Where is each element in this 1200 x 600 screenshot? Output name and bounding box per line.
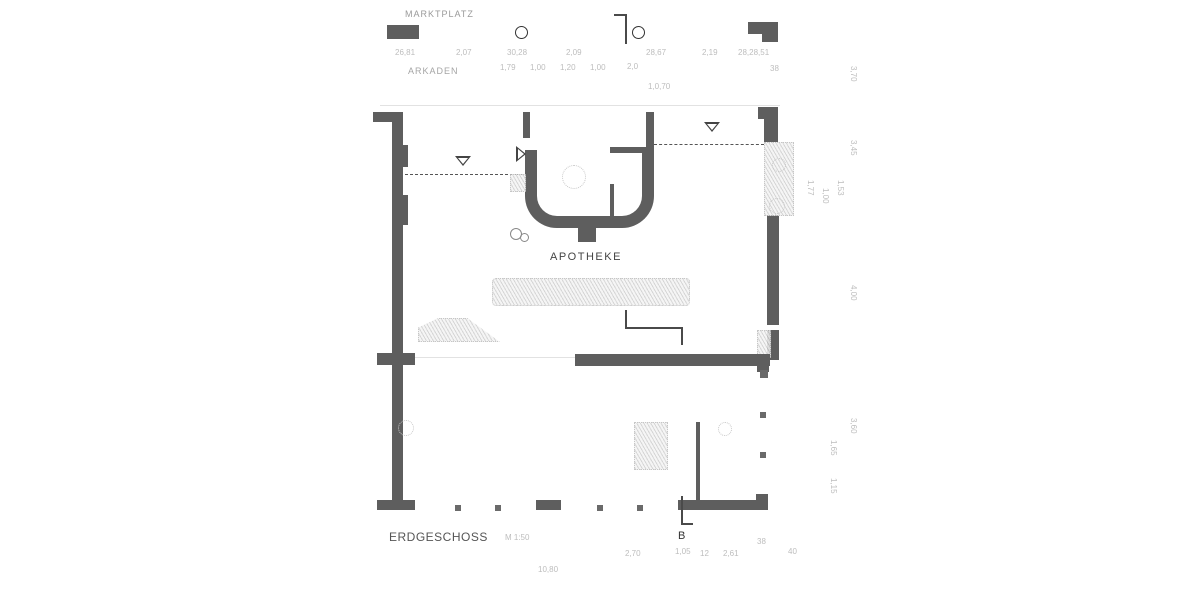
wall-left-cross xyxy=(377,353,415,365)
dim-top2-6: 38 xyxy=(770,64,779,73)
lab-wall-stub-top xyxy=(523,112,530,138)
dim-bottom-3: 12 xyxy=(700,549,709,558)
dim-bottom-total: 10,80 xyxy=(538,565,559,574)
dim-bottom-1: 2,70 xyxy=(625,549,641,558)
dim-top2-4: 1,00 xyxy=(590,63,606,72)
dim-top2-1: 1,79 xyxy=(500,63,516,72)
wall-bottom-right-corner xyxy=(756,494,768,506)
lab-u-wall xyxy=(525,168,654,228)
wall-left-pilaster-2 xyxy=(400,195,408,225)
dim-right-5: 1,53 xyxy=(836,180,845,196)
wall-bottom-mid xyxy=(536,500,561,510)
display-counter xyxy=(418,318,500,342)
niche-circle-2 xyxy=(772,158,786,172)
pier-right-1 xyxy=(760,412,766,418)
dim-right-3: 1,77 xyxy=(806,180,815,196)
wall-divider-end xyxy=(757,360,769,372)
stair-partition xyxy=(696,422,700,502)
dim-right-2: 3,45 xyxy=(849,140,858,156)
wall-left xyxy=(392,112,403,510)
room-label-apotheke: APOTHEKE xyxy=(550,251,622,263)
section-line xyxy=(681,496,683,524)
lab-fixture-circle xyxy=(562,165,586,189)
dim-right-8: 1,65 xyxy=(829,440,838,456)
dim-top-7: 28,28,51 xyxy=(738,48,770,57)
dim-top-extra: 1,0,70 xyxy=(648,82,671,91)
section-marker-b: B xyxy=(678,530,686,542)
niche-circle xyxy=(769,198,785,214)
lab-pier-bottom xyxy=(578,228,596,242)
wall-top-left xyxy=(373,112,403,122)
lab-wall-left-top xyxy=(525,150,537,170)
entrance-marker-door-icon xyxy=(516,146,526,162)
dim-right-6: 4,00 xyxy=(849,285,858,301)
window-line-left xyxy=(405,174,523,175)
plant-circle-2 xyxy=(520,233,529,242)
lower-left-circle xyxy=(398,420,414,436)
dim-bottom-6: 38 xyxy=(757,537,766,546)
pier-right-0 xyxy=(760,370,768,378)
wall-bottom-right xyxy=(678,500,768,510)
stair-hatch xyxy=(634,422,668,470)
dim-top-1: 26,81 xyxy=(395,48,416,57)
dim-top-6: 2,19 xyxy=(702,48,718,57)
pier-2 xyxy=(495,505,501,511)
column-marker-top xyxy=(614,14,626,16)
pier-right-2 xyxy=(760,452,766,458)
dim-top-5: 28,67 xyxy=(646,48,667,57)
plant-hatch-door xyxy=(510,174,526,192)
lab-inner-ledge xyxy=(610,147,650,153)
street-label: MARKTPLATZ xyxy=(405,9,474,19)
pier-4 xyxy=(637,505,643,511)
entrance-marker-left-icon xyxy=(455,156,471,166)
pier-3 xyxy=(597,505,603,511)
dim-top2-5: 2,0 xyxy=(627,62,639,71)
dim-right-7: 3,60 xyxy=(849,418,858,434)
column-marker-stem xyxy=(625,14,627,44)
column-circle-2 xyxy=(632,26,645,39)
section-line-foot xyxy=(681,523,693,525)
drawing-scale: M 1:50 xyxy=(505,533,530,542)
wall-divider xyxy=(575,354,770,366)
dim-right-9: 1,15 xyxy=(829,478,838,494)
dim-top-4: 2,09 xyxy=(566,48,582,57)
sales-counter xyxy=(492,278,690,306)
wall-right-top-cap xyxy=(758,107,768,119)
counter-line-end xyxy=(681,327,683,345)
counter-line-horizontal xyxy=(625,327,682,329)
dim-bottom-4: 2,61 xyxy=(723,549,739,558)
lab-wall-right-top xyxy=(646,112,654,172)
dim-right-4: 1,00 xyxy=(821,188,830,204)
dim-bottom-5: 40 xyxy=(788,547,797,556)
arcade-pier-right-step xyxy=(762,30,778,42)
dim-right-1: 3,70 xyxy=(849,66,858,82)
window-line-right xyxy=(654,144,764,145)
drawing-title: ERDGESCHOSS xyxy=(389,530,488,544)
arcade-line xyxy=(380,105,780,106)
dim-top-2: 2,07 xyxy=(456,48,472,57)
dim-top2-3: 1,20 xyxy=(560,63,576,72)
wall-right-mid xyxy=(767,215,779,325)
wall-bottom-left xyxy=(377,500,415,510)
arcade-pier-left xyxy=(387,25,419,39)
dim-bottom-2: 1,05 xyxy=(675,547,691,556)
wall-left-pilaster-1 xyxy=(400,145,408,167)
lab-inner-partition xyxy=(610,184,614,220)
counter-line-vertical xyxy=(625,310,627,328)
column-circle-1 xyxy=(515,26,528,39)
divider-opening-line xyxy=(415,357,575,358)
window-niche-hatch xyxy=(764,142,794,216)
arcade-label: ARKADEN xyxy=(408,66,459,76)
dim-top2-2: 1,00 xyxy=(530,63,546,72)
dim-top-3: 30,28 xyxy=(507,48,528,57)
lab-wall-right-join xyxy=(642,150,654,172)
lower-fixture-circle xyxy=(718,422,732,436)
pier-1 xyxy=(455,505,461,511)
entrance-marker-right-icon xyxy=(704,122,720,132)
